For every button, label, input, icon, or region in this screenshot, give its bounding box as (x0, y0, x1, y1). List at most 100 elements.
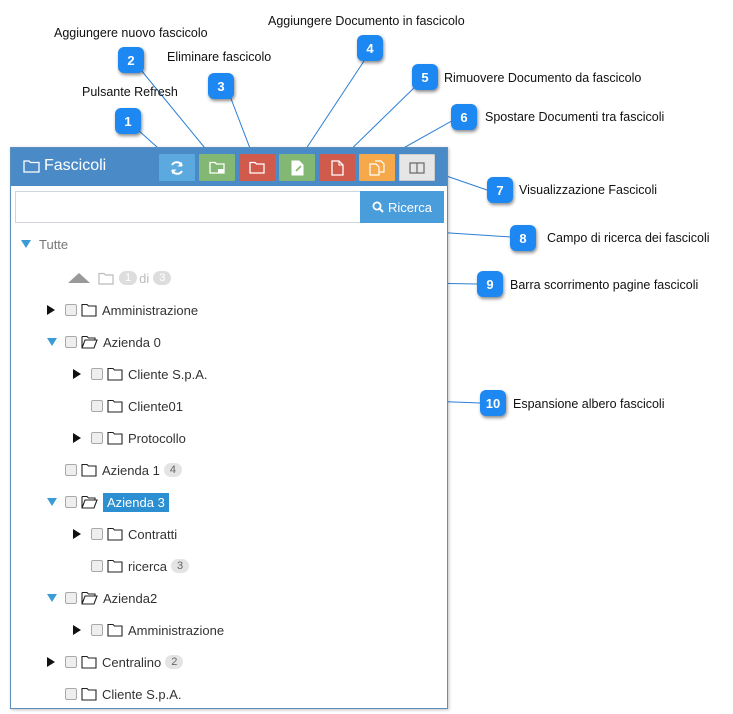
node-checkbox[interactable] (91, 624, 103, 636)
callout-label: Espansione albero fascicoli (513, 397, 665, 411)
node-checkbox[interactable] (65, 304, 77, 316)
collapse-arrow-icon[interactable] (47, 498, 57, 506)
expand-arrow-icon[interactable] (73, 433, 81, 443)
expand-arrow-icon[interactable] (47, 657, 55, 667)
callout-badge: 10 (480, 390, 506, 416)
node-label: Cliente01 (128, 398, 183, 414)
search-icon (372, 201, 384, 213)
remove-document-button[interactable] (319, 154, 355, 181)
node-label: ricerca (128, 558, 168, 574)
node-label: Centralino (102, 654, 162, 670)
add-document-button[interactable] (279, 154, 315, 181)
tree-node[interactable]: Contratti (73, 524, 177, 544)
folder-open-icon (81, 591, 98, 605)
pager-up-icon[interactable] (68, 273, 90, 283)
node-checkbox[interactable] (65, 464, 77, 476)
node-checkbox[interactable] (91, 368, 103, 380)
expand-arrow-icon[interactable] (47, 305, 55, 315)
node-label: Azienda 1 (102, 462, 160, 478)
folder-icon (81, 687, 97, 701)
view-toggle-button[interactable] (399, 154, 435, 181)
folder-icon (81, 463, 97, 477)
callout-label: Pulsante Refresh (82, 85, 178, 99)
folder-icon (107, 527, 123, 541)
callout-badge: 4 (357, 35, 383, 61)
folder-delete-icon (249, 161, 265, 174)
tree-node[interactable]: Amministrazione (47, 300, 198, 320)
move-documents-button[interactable] (359, 154, 395, 181)
folder-icon (23, 160, 40, 173)
node-checkbox[interactable] (65, 496, 77, 508)
pager-total: 3 (153, 271, 172, 285)
refresh-button[interactable] (159, 154, 195, 181)
folder-icon (107, 623, 123, 637)
tree-root-label: Tutte (39, 236, 69, 252)
node-checkbox[interactable] (91, 432, 103, 444)
count-badge: 3 (171, 559, 190, 573)
folder-open-icon (81, 335, 98, 349)
node-label: Cliente S.p.A. (128, 366, 208, 382)
callout-badge: 6 (451, 104, 477, 130)
node-label: Contratti (128, 526, 178, 542)
tree-node[interactable]: Protocollo (73, 428, 186, 448)
refresh-icon (171, 160, 183, 175)
tree-node[interactable]: Azienda 3 (47, 492, 169, 512)
tree-node[interactable]: Cliente S.p.A. (47, 684, 182, 704)
collapse-arrow-icon[interactable] (47, 338, 57, 346)
folder-open-icon (81, 495, 98, 509)
callout-badge: 9 (477, 271, 503, 297)
expand-arrow-icon[interactable] (73, 625, 81, 635)
folders-panel: Fascicoli Ricerca Tut (10, 147, 448, 709)
node-checkbox[interactable] (65, 336, 77, 348)
collapse-arrow-icon[interactable] (21, 240, 31, 248)
folder-icon (81, 655, 97, 669)
tree-node[interactable]: Azienda2 (47, 588, 157, 608)
panel-title: Fascicoli (44, 157, 107, 174)
collapse-arrow-icon[interactable] (47, 594, 57, 602)
callout-badge: 7 (487, 177, 513, 203)
callout-label: Eliminare fascicolo (167, 50, 272, 64)
documents-move-icon (368, 159, 385, 176)
callout-badge: 2 (118, 47, 144, 73)
node-checkbox[interactable] (65, 688, 77, 700)
callout-label: Aggiungere nuovo fascicolo (54, 26, 208, 40)
callout-badge: 5 (412, 64, 438, 90)
node-label: Cliente S.p.A. (102, 686, 182, 702)
tree-node[interactable]: Amministrazione (73, 620, 224, 640)
panel-header: Fascicoli (11, 148, 447, 186)
folder-icon (107, 367, 123, 381)
tree-node[interactable]: Cliente S.p.A. (73, 364, 208, 384)
node-label: Azienda 0 (103, 334, 161, 350)
callout-label: Aggiungere Documento in fascicolo (268, 14, 465, 28)
tree-node[interactable]: Cliente01 (73, 396, 183, 416)
document-add-icon (291, 160, 303, 175)
node-label: Amministrazione (128, 622, 225, 638)
add-folder-button[interactable] (199, 154, 235, 181)
tree-node[interactable]: Azienda 0 (47, 332, 161, 352)
expand-arrow-icon[interactable] (73, 529, 81, 539)
node-label: Amministrazione (102, 302, 199, 318)
node-checkbox[interactable] (91, 528, 103, 540)
search-button[interactable]: Ricerca (360, 191, 444, 223)
search-button-label: Ricerca (387, 199, 433, 215)
node-checkbox[interactable] (91, 400, 103, 412)
search-input[interactable] (15, 191, 369, 223)
node-label: Protocollo (128, 430, 186, 446)
tree-root[interactable]: Tutte (21, 234, 68, 254)
node-checkbox[interactable] (91, 560, 103, 572)
callout-label: Campo di ricerca dei fascicoli (547, 231, 710, 245)
expand-arrow-icon[interactable] (73, 369, 81, 379)
node-checkbox[interactable] (65, 656, 77, 668)
document-remove-icon (330, 159, 344, 176)
callout-badge: 8 (510, 225, 536, 251)
folder-add-icon (209, 161, 225, 174)
search-row: Ricerca (15, 191, 444, 225)
callout-label: Spostare Documenti tra fascicoli (485, 110, 665, 124)
node-checkbox[interactable] (65, 592, 77, 604)
callout-label: Visualizzazione Fascicoli (519, 183, 658, 197)
delete-folder-button[interactable] (239, 154, 275, 181)
pager: 1 di 3 (68, 268, 172, 288)
